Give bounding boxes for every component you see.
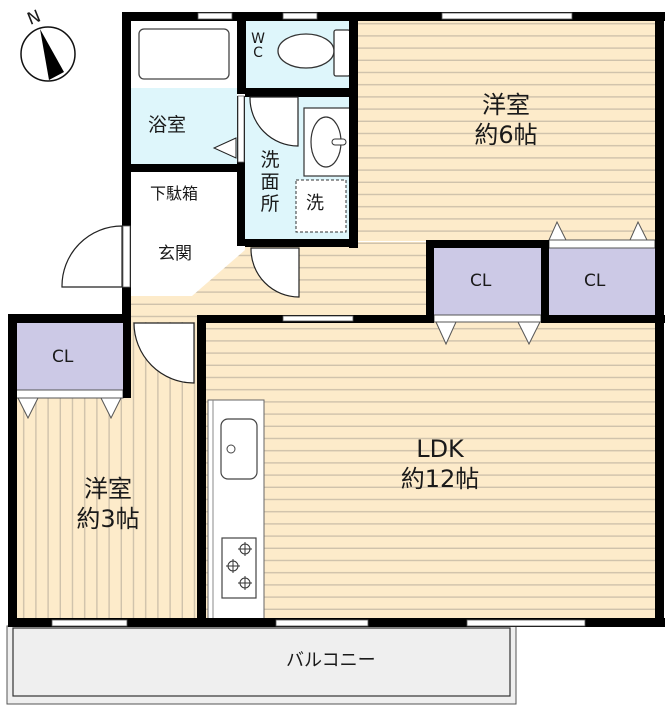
washer-space-icon (295, 179, 347, 233)
washroom-door-swing (249, 96, 299, 147)
shoe-cabinet-label: 下駄箱 (150, 184, 199, 203)
room-name: 洋室 (482, 91, 530, 119)
room-size: 約6帖 (474, 121, 538, 149)
closet-1-floor (434, 248, 541, 315)
room-size: 約3帖 (76, 505, 140, 533)
closet-3-floor (16, 322, 123, 390)
western-room-6-floor (355, 20, 655, 241)
closet-label-2: CL (584, 271, 606, 291)
room-name: 洋室 (84, 475, 132, 503)
balcony-label: バルコニー (286, 650, 376, 671)
toilet-icon (277, 29, 351, 77)
western-room-3-label: 洋室 約3帖 (48, 474, 168, 534)
bathroom-label: 浴室 (148, 114, 187, 136)
room-size: 約12帖 (400, 465, 480, 493)
ldk-floor (205, 322, 657, 619)
shoe-cabinet-floor (130, 172, 237, 219)
closet-doors (15, 220, 656, 420)
ldk-label: LDK 約12帖 (370, 434, 510, 494)
bathroom-floor (130, 88, 237, 164)
entrance-floor (130, 219, 245, 296)
windows (51, 12, 586, 627)
bathtub-icon (138, 28, 230, 80)
balcony (6, 625, 517, 705)
toilet-label: WC (251, 31, 265, 61)
sink-icon (220, 418, 258, 480)
hall-door-swing (250, 247, 300, 298)
front-door-swing (61, 225, 123, 288)
entrance-label: 玄関 (158, 244, 192, 264)
doors (61, 95, 300, 384)
north-arrow-icon (20, 26, 76, 82)
stove-icon (221, 537, 257, 599)
washbasin-icon (303, 107, 351, 177)
closet-label-3: CL (52, 347, 74, 367)
closet-2-floor (549, 248, 655, 315)
western-room-6-label: 洋室 約6帖 (446, 90, 566, 150)
washroom-label: 洗面所 (260, 149, 280, 215)
room-name: LDK (416, 435, 464, 463)
closet-label-1: CL (470, 271, 492, 291)
washer-label: 洗 (306, 193, 324, 214)
kitchen-counter (207, 399, 265, 620)
room3-door-swing (133, 322, 195, 384)
